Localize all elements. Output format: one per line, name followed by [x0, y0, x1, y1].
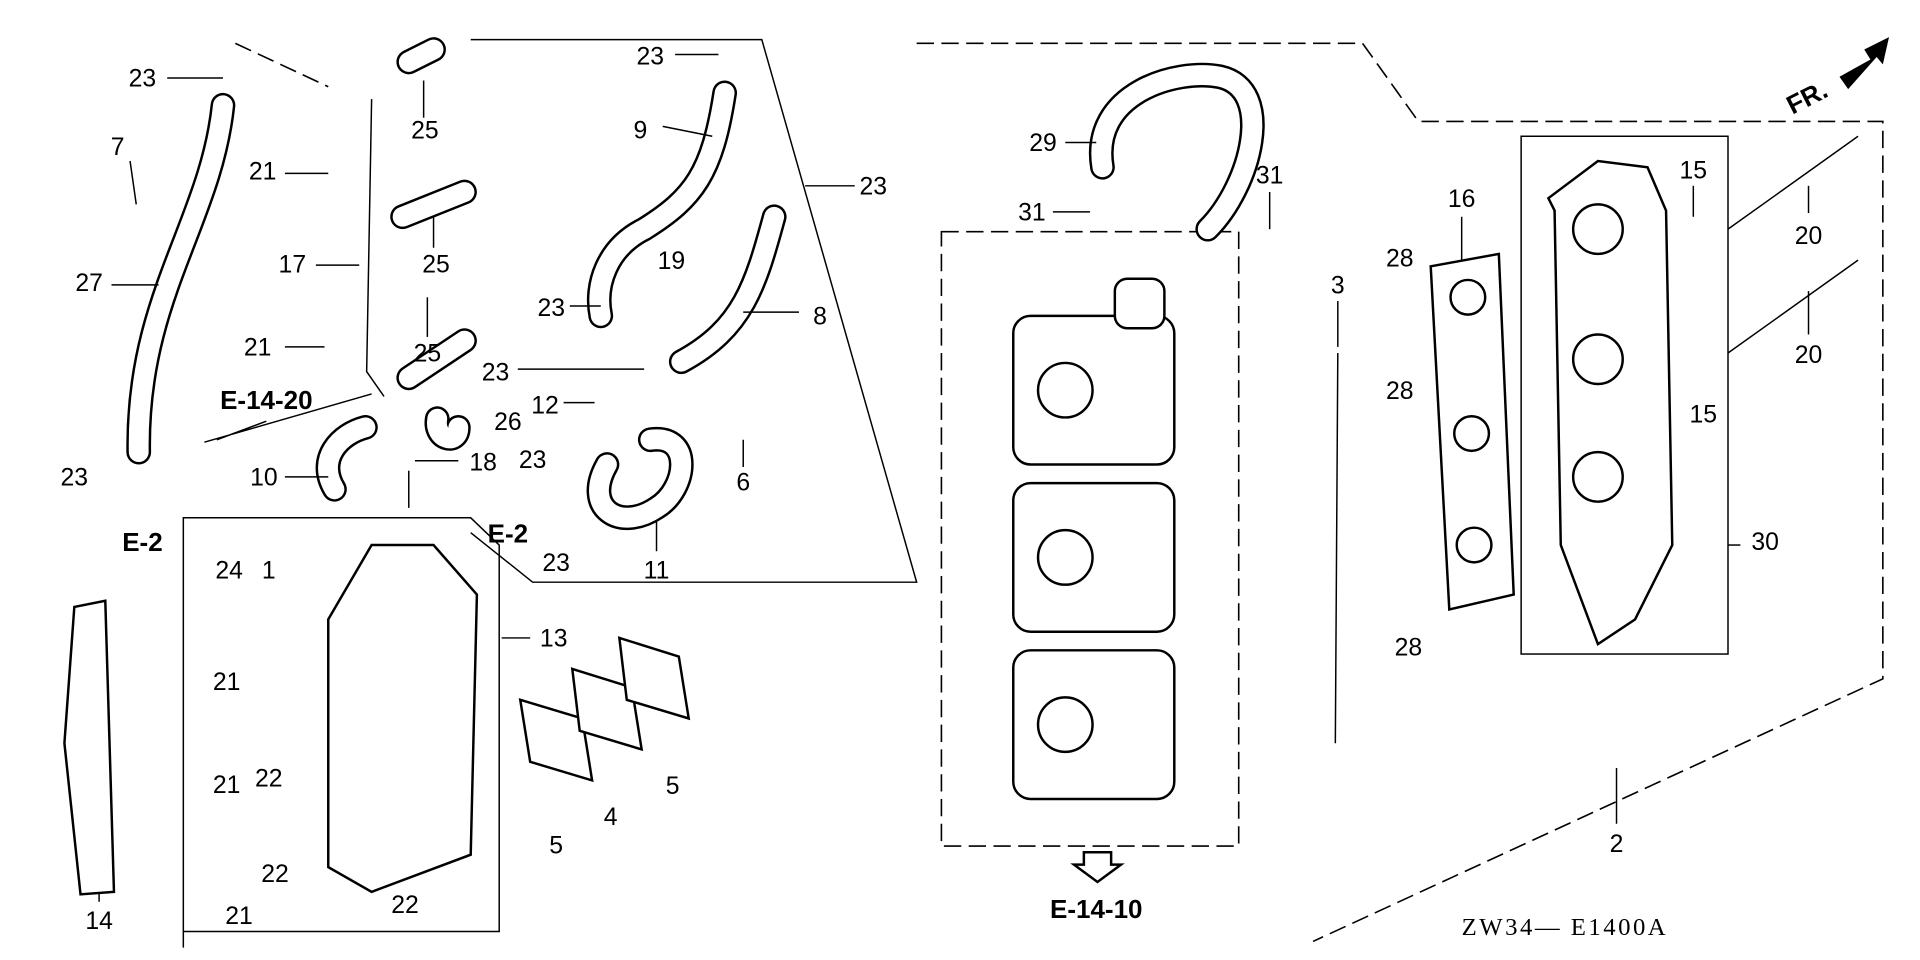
part-number-callout[interactable]: 21	[225, 903, 253, 930]
part-number-callout[interactable]: 15	[1680, 157, 1708, 184]
down-arrow-icon	[1070, 850, 1125, 884]
front-marker: FR.	[1781, 74, 1832, 120]
drawing-code: ZW34— E1400A	[1462, 914, 1668, 941]
part-number-callout[interactable]: 31	[1018, 199, 1046, 226]
part-number-callout[interactable]: 25	[411, 118, 439, 145]
reference-arrow	[204, 393, 372, 443]
intake-manifold	[1546, 159, 1674, 647]
intake-gasket-16	[1429, 252, 1515, 611]
part-number-callout[interactable]: 7	[111, 134, 125, 161]
intake-box-13	[182, 517, 500, 948]
part-number-callout[interactable]: 15	[1689, 401, 1717, 428]
part-number-callout[interactable]: 5	[666, 773, 680, 800]
part-number-callout[interactable]: 6	[736, 470, 750, 497]
part-number-callout[interactable]: 23	[542, 550, 570, 577]
part-number-callout[interactable]: 14	[85, 908, 113, 935]
part-number-callout[interactable]: 20	[1795, 223, 1823, 250]
part-number-callout[interactable]: 23	[860, 173, 888, 200]
intake-cover-13	[327, 543, 479, 894]
part-number-callout[interactable]: 21	[213, 772, 241, 799]
part-number-callout[interactable]: 23	[482, 359, 510, 386]
part-number-callout[interactable]: 28	[1386, 378, 1414, 405]
part-number-callout[interactable]: 23	[519, 447, 547, 474]
leader-lines	[98, 53, 1810, 902]
reference-e-14-20[interactable]: E-14-20	[220, 385, 313, 415]
part-number-callout[interactable]: 23	[637, 43, 665, 70]
bolts-20	[1727, 135, 1859, 354]
reference-e-14-10[interactable]: E-14-10	[1050, 894, 1143, 924]
part-number-callout[interactable]: 21	[244, 335, 272, 362]
part-number-callout[interactable]: 22	[391, 892, 419, 919]
part-number-callout[interactable]: 16	[1448, 186, 1476, 213]
part-number-callout[interactable]: 27	[75, 270, 103, 297]
part-number-callout[interactable]: 30	[1751, 529, 1779, 556]
gaskets-4-5	[518, 636, 691, 783]
intake-manifold-box	[1520, 135, 1729, 655]
part-number-callout[interactable]: 23	[61, 465, 89, 492]
link-rod-3	[1334, 353, 1339, 744]
part-number-callout[interactable]: 18	[469, 450, 497, 477]
part-number-callout[interactable]: 5	[549, 832, 563, 859]
part-number-callout[interactable]: 10	[250, 465, 278, 492]
part-number-callout[interactable]: 26	[494, 409, 522, 436]
part-number-callout[interactable]: 19	[658, 248, 686, 275]
part-number-callout[interactable]: 11	[644, 557, 670, 584]
breather-pipe	[365, 99, 385, 397]
part-number-callout[interactable]: 9	[634, 118, 648, 145]
part-number-callout[interactable]: 25	[422, 252, 450, 279]
part-number-callout[interactable]: 29	[1029, 130, 1057, 157]
reference-e-2-left[interactable]: E-2	[122, 527, 162, 557]
part-number-callout[interactable]: 24	[215, 557, 243, 584]
part-number-callout[interactable]: 28	[1386, 245, 1414, 272]
part-number-callout[interactable]: 20	[1795, 342, 1823, 369]
part-number-callout[interactable]: 25	[414, 341, 442, 368]
hoses	[126, 37, 1265, 531]
part-number-callout[interactable]: 22	[255, 766, 283, 793]
gasket-14	[63, 599, 116, 896]
part-number-callout[interactable]: 21	[213, 669, 241, 696]
part-number-callout[interactable]: 2	[1610, 831, 1624, 858]
part-number-callout[interactable]: 8	[813, 304, 827, 331]
part-number-callout[interactable]: 23	[537, 295, 565, 322]
hose-group-outline	[470, 38, 918, 583]
part-number-callout[interactable]: 12	[531, 393, 559, 420]
part-number-callout[interactable]: 17	[279, 252, 307, 279]
part-number-callout[interactable]: 21	[249, 159, 277, 186]
reference-e-2-mid[interactable]: E-2	[488, 519, 528, 549]
upper-hose-group-outline	[235, 42, 329, 88]
part-number-callout[interactable]: 28	[1395, 634, 1423, 661]
part-number-callout[interactable]: 31	[1256, 162, 1284, 189]
part-number-callout[interactable]: 4	[604, 804, 618, 831]
carburetor-box	[940, 230, 1240, 847]
assembly-outline	[916, 42, 1884, 943]
part-number-callout[interactable]: 3	[1331, 273, 1345, 300]
carburetor-assembly	[1012, 277, 1176, 801]
front-arrow-icon	[1839, 37, 1890, 90]
part-number-callout[interactable]: 23	[129, 66, 157, 93]
part-number-callout[interactable]: 13	[540, 626, 568, 653]
part-number-callout[interactable]: 22	[261, 861, 289, 888]
part-number-callout[interactable]: 1	[262, 557, 276, 584]
